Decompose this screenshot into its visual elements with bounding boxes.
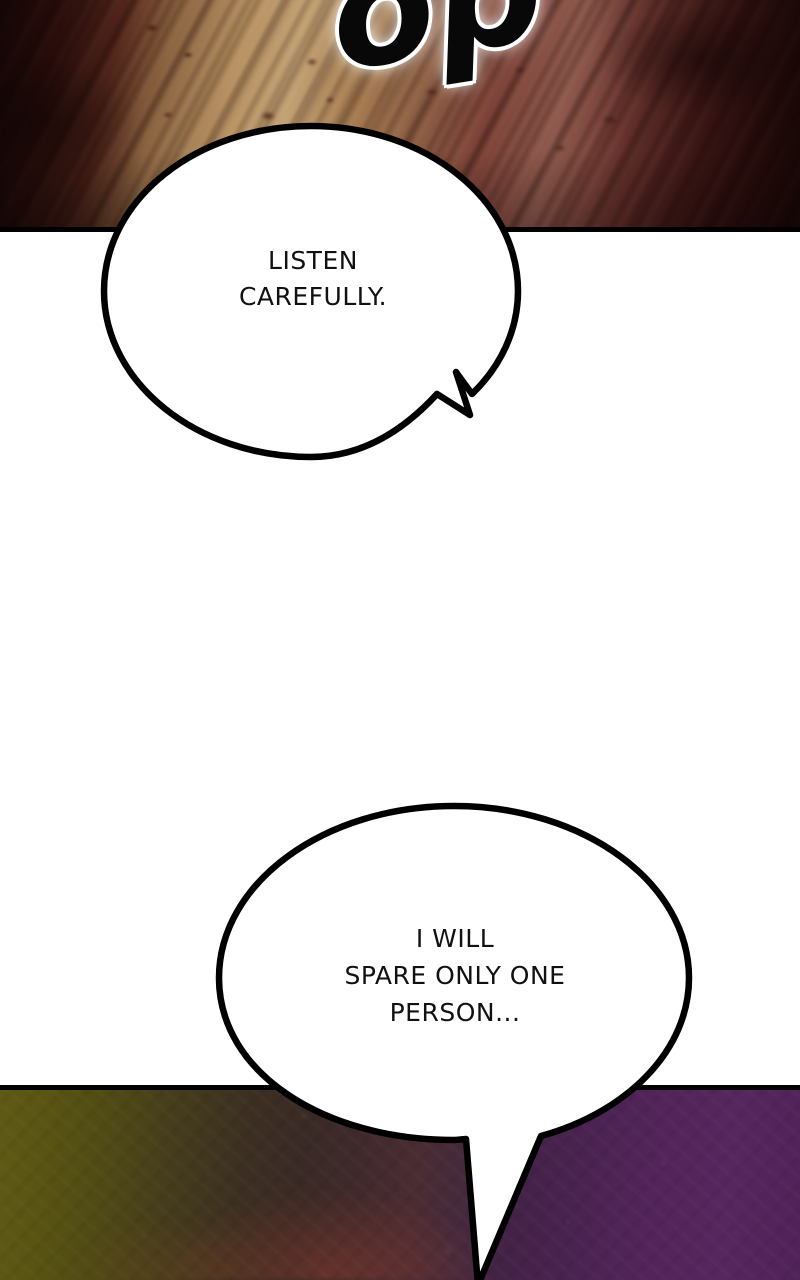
speech-bubble-2-text: I WILL SPARE ONLY ONE PERSON... bbox=[344, 924, 566, 1027]
panel-bottom-border bbox=[0, 227, 800, 232]
speech-bubble-1-text: LISTEN CAREFULLY. bbox=[238, 246, 388, 311]
panel-vignette bbox=[0, 0, 800, 232]
panel-top-border bbox=[0, 1085, 800, 1090]
panel-wooden-floor: op bbox=[0, 0, 800, 232]
panel-colored-gradient bbox=[0, 1085, 800, 1280]
surface-texture-layer bbox=[0, 1085, 800, 1280]
